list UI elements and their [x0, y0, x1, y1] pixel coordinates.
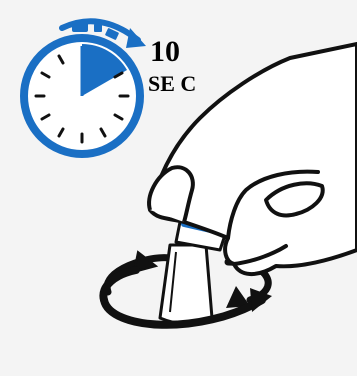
- timer-number: 10: [150, 36, 180, 68]
- stopwatch-icon: [24, 21, 146, 154]
- timer-unit: SE C: [148, 72, 196, 96]
